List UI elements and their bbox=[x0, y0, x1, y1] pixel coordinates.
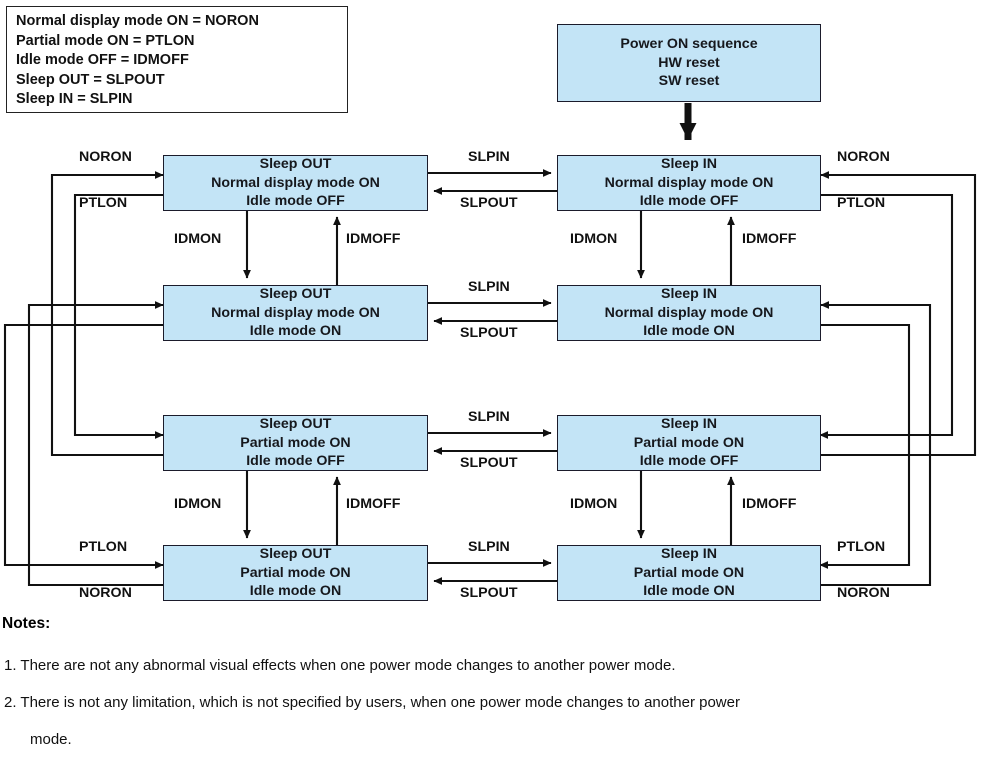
node-line-2: Idle mode OFF bbox=[639, 453, 739, 470]
legend-line-3: Sleep OUT = SLPOUT bbox=[16, 71, 165, 88]
label-idmon-right-r3r4: IDMON bbox=[570, 496, 618, 512]
node-sleep-in-partial-idle-on: Sleep IN Partial mode ON Idle mode ON bbox=[557, 545, 821, 601]
label-slpin-row3: SLPIN bbox=[468, 409, 510, 425]
node-line-1: Normal display mode ON bbox=[604, 174, 774, 191]
node-sleep-in-normal-idle-on: Sleep IN Normal display mode ON Idle mod… bbox=[557, 285, 821, 341]
node-line-1: Partial mode ON bbox=[240, 434, 351, 451]
legend-line-2: Idle mode OFF = IDMOFF bbox=[16, 52, 189, 68]
node-line-1: Normal display mode ON bbox=[211, 174, 380, 191]
node-sleep-in-normal-idle-off: Sleep IN Normal display mode ON Idle mod… bbox=[557, 155, 821, 211]
label-idmon-left-r1r2: IDMON bbox=[174, 231, 222, 247]
node-line-2: Idle mode ON bbox=[249, 583, 342, 600]
label-left-noron-top: NORON bbox=[79, 149, 132, 165]
label-idmon-left-r3r4: IDMON bbox=[174, 496, 222, 512]
label-right-noron-top: NORON bbox=[837, 149, 890, 165]
notes-title: Notes: bbox=[2, 615, 51, 632]
node-line-0: Sleep OUT bbox=[259, 286, 332, 303]
note-item-1: 1. There are not any abnormal visual eff… bbox=[4, 657, 676, 674]
node-line-0: Sleep OUT bbox=[259, 156, 332, 173]
label-idmon-right-r1r2: IDMON bbox=[570, 231, 618, 247]
label-slpout-row1: SLPOUT bbox=[460, 195, 518, 211]
node-line-1: Normal display mode ON bbox=[211, 304, 380, 321]
node-line-0: Sleep IN bbox=[661, 416, 717, 433]
node-line-0: Sleep OUT bbox=[259, 546, 332, 563]
label-right-ptlon-bottom: PTLON bbox=[837, 539, 886, 555]
node-line-1: Partial mode ON bbox=[240, 564, 351, 581]
label-left-ptlon-top: PTLON bbox=[79, 195, 128, 211]
legend-line-4: Sleep IN = SLPIN bbox=[16, 91, 133, 107]
label-left-ptlon-bottom: PTLON bbox=[79, 539, 128, 555]
node-line-2: Idle mode ON bbox=[643, 323, 735, 340]
node-line-1: HW reset bbox=[658, 54, 720, 71]
label-slpin-row4: SLPIN bbox=[468, 539, 510, 555]
node-line-0: Sleep IN bbox=[661, 286, 717, 303]
legend-line-0: Normal display mode ON = NORON bbox=[16, 13, 259, 29]
label-right-ptlon-top: PTLON bbox=[837, 195, 886, 211]
label-idmoff-left-r1r2: IDMOFF bbox=[346, 231, 401, 247]
note-item-2: 2. There is not any limitation, which is… bbox=[4, 694, 740, 711]
node-line-1: Normal display mode ON bbox=[604, 304, 774, 321]
node-sleep-in-partial-idle-off: Sleep IN Partial mode ON Idle mode OFF bbox=[557, 415, 821, 471]
node-line-2: Idle mode OFF bbox=[246, 193, 345, 210]
node-sleep-out-normal-idle-off: Sleep OUT Normal display mode ON Idle mo… bbox=[163, 155, 428, 211]
node-line-2: Idle mode ON bbox=[249, 323, 342, 340]
label-idmoff-left-r3r4: IDMOFF bbox=[346, 496, 401, 512]
abbreviation-legend: Normal display mode ON = NORON Partial m… bbox=[6, 6, 348, 113]
node-sleep-out-partial-idle-on: Sleep OUT Partial mode ON Idle mode ON bbox=[163, 545, 428, 601]
node-power-on-sequence: Power ON sequence HW reset SW reset bbox=[557, 24, 821, 102]
label-left-noron-bottom: NORON bbox=[79, 585, 132, 601]
label-right-noron-bottom: NORON bbox=[837, 585, 890, 601]
right-noron-top-route bbox=[820, 173, 977, 457]
node-line-2: Idle mode OFF bbox=[639, 193, 739, 210]
label-slpout-row3: SLPOUT bbox=[460, 455, 518, 471]
node-line-0: Sleep OUT bbox=[259, 416, 332, 433]
node-line-1: Partial mode ON bbox=[633, 564, 745, 581]
label-slpout-row4: SLPOUT bbox=[460, 585, 518, 601]
node-line-0: Sleep IN bbox=[661, 156, 717, 173]
node-line-0: Power ON sequence bbox=[620, 36, 758, 53]
node-sleep-out-partial-idle-off: Sleep OUT Partial mode ON Idle mode OFF bbox=[163, 415, 428, 471]
node-line-0: Sleep IN bbox=[661, 546, 717, 563]
label-slpin-row1: SLPIN bbox=[468, 149, 510, 165]
note-item-2-continuation: mode. bbox=[30, 731, 72, 748]
label-slpin-row2: SLPIN bbox=[468, 279, 510, 295]
label-slpout-row2: SLPOUT bbox=[460, 325, 518, 341]
right-ptlon-bottom-route bbox=[819, 323, 911, 569]
legend-line-1: Partial mode ON = PTLON bbox=[16, 32, 195, 49]
node-line-2: Idle mode OFF bbox=[246, 453, 345, 470]
label-idmoff-right-r3r4: IDMOFF bbox=[742, 496, 797, 512]
node-sleep-out-normal-idle-on: Sleep OUT Normal display mode ON Idle mo… bbox=[163, 285, 428, 341]
node-line-2: SW reset bbox=[658, 73, 720, 90]
right-ptlon-top-route bbox=[819, 193, 954, 439]
node-line-2: Idle mode ON bbox=[643, 583, 735, 600]
node-line-1: Partial mode ON bbox=[633, 434, 745, 451]
label-idmoff-right-r1r2: IDMOFF bbox=[742, 231, 797, 247]
